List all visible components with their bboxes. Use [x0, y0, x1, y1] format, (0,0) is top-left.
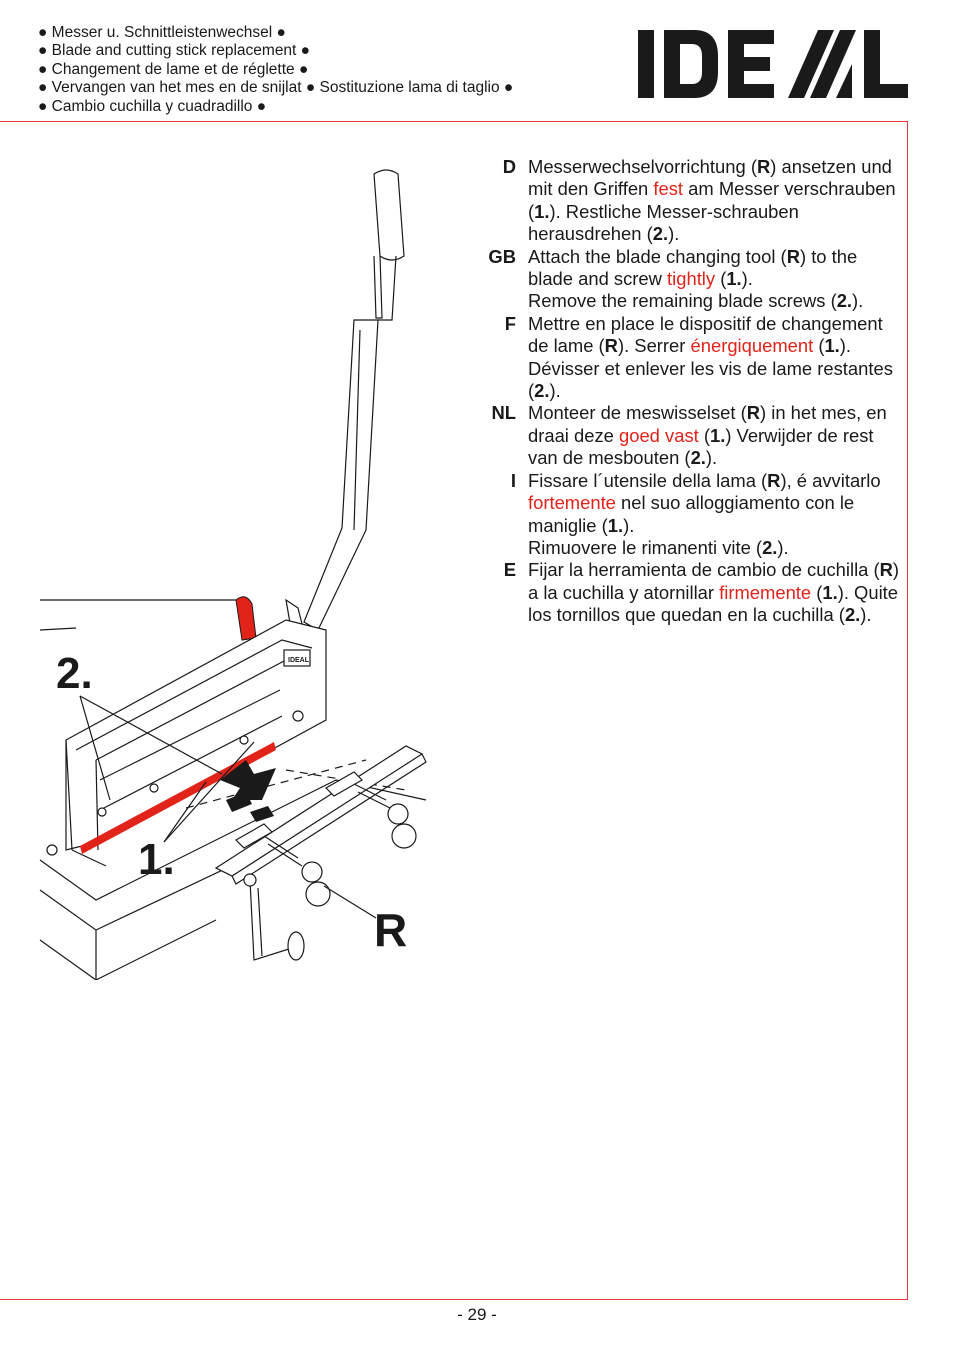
header-titles: ● Messer u. Schnittleistenwechsel ● ● Bl… [38, 24, 638, 116]
text-run: ). [549, 380, 561, 402]
text-run: Messerwechselvorrichtung ( [528, 156, 757, 177]
label-step-1: 1. [138, 835, 175, 884]
text-run: ) ansetzen und mit den Griffen [528, 156, 892, 200]
text-run: am Messer verschrauben ( [528, 178, 896, 222]
reference-label: 1. [824, 335, 840, 357]
text-run: ). [852, 290, 864, 312]
header-line: ● Vervangen van het mes en de snijlat ● … [38, 79, 514, 97]
reference-label: R [879, 559, 893, 581]
header-line: ● Messer u. Schnittleistenwechsel ● [38, 24, 286, 41]
text-run: ( [811, 581, 823, 603]
text-run: ). Restliche Messer-schrauben herausdreh… [528, 200, 799, 245]
emphasis-text: fest [653, 178, 684, 200]
text-run: Monteer de meswisselset ( [528, 402, 747, 424]
text-run: Remove the remaining blade screws ( [528, 290, 837, 312]
label-tool-r: R [374, 904, 407, 956]
text-run: ) in het mes, en draai deze [528, 402, 887, 446]
text-run: Attach the blade changing tool ( [528, 245, 787, 267]
instruction-text: Monteer de meswisselset (R) in het mes, … [528, 402, 900, 469]
instruction-i: I Fissare l´utensile della lama (R), é av… [480, 470, 900, 560]
cutter-illustration: 2. 1. R IDEAL [39, 169, 427, 980]
reference-label: 1. [709, 424, 726, 446]
text-run: Rimuovere le rimanenti vite ( [528, 536, 763, 558]
emphasis-text: firmemente [719, 581, 812, 603]
reference-label: 2. [690, 447, 706, 469]
header-line: ● Blade and cutting stick replacement ● [38, 42, 311, 60]
text-run: ). [741, 268, 753, 290]
emphasis-text: goed vast [619, 424, 699, 446]
instruction-d: D Messerwechselvorrichtung (R) ansetzen u… [480, 156, 900, 246]
instruction-gb: GB Attach the blade changing tool (R) to … [480, 246, 900, 313]
text-run: ). [777, 536, 789, 558]
instruction-text: Attach the blade changing tool (R) to th… [528, 246, 900, 313]
instruction-text: Fissare l´utensile della lama (R), é avv… [528, 470, 900, 560]
reference-label: 1. [607, 514, 624, 536]
text-run: ). [705, 447, 718, 469]
text-run: ). [668, 223, 680, 245]
text-run: ) a la cuchilla y atornillar [528, 559, 900, 603]
reference-label: 1. [822, 581, 838, 603]
text-run: ( [698, 424, 710, 446]
language-code: GB [488, 245, 516, 267]
language-code: F [504, 312, 516, 334]
reference-label: R [767, 469, 781, 491]
reference-label: 2. [652, 223, 669, 245]
ideal-logo [638, 30, 908, 98]
text-run: ), é avvitarlo [780, 469, 881, 491]
reference-label: R [746, 402, 761, 424]
instruction-nl: NL Monteer de meswisselset (R) in het mes… [480, 402, 900, 469]
text-run: nel suo alloggiamento con le maniglie ( [528, 492, 855, 536]
text-run: ). Quite los tornillos que quedan en la … [528, 581, 899, 626]
plate-text: IDEAL [288, 657, 310, 664]
reference-label: 2. [534, 380, 550, 402]
text-run: ) Verwijder de rest van de mesbouten ( [528, 424, 874, 469]
page-frame [0, 121, 908, 1300]
reference-label: R [786, 245, 800, 267]
language-code: E [503, 559, 516, 581]
text-run: ( [813, 335, 825, 357]
reference-label: 1. [534, 200, 550, 222]
instruction-f: F Mettre en place le dispositif de change… [480, 313, 900, 403]
reference-label: 2. [836, 290, 853, 312]
text-run: Mettre en place le dispositif de changem… [528, 312, 883, 357]
text-run: ( [715, 268, 727, 290]
emphasis-text: énergiquement [690, 335, 814, 357]
reference-label: 2. [762, 536, 778, 558]
text-run: ). Dévisser et enlever les vis de lame r… [528, 335, 893, 402]
instruction-text: Mettre en place le dispositif de changem… [528, 313, 900, 403]
text-run: ). Serrer [617, 335, 691, 357]
instruction-text: Messerwechselvorrichtung (R) ansetzen un… [528, 156, 900, 246]
instruction-text: Fijar la herramienta de cambio de cuchil… [528, 559, 900, 626]
emphasis-text: fortemente [528, 492, 616, 514]
header-line: ● Cambio cuchilla y cuadradillo ● [38, 97, 267, 115]
language-code: D [502, 156, 516, 177]
instruction-e: E Fijar la herramienta de cambio de cuchi… [480, 559, 900, 626]
reference-label: R [756, 156, 771, 177]
text-run: Fissare l´utensile della lama ( [528, 469, 768, 491]
text-run: ) to the blade and screw [528, 245, 858, 290]
label-step-2: 2. [56, 649, 93, 698]
text-run: ). [860, 604, 872, 626]
page-number: - 29 - [457, 1305, 497, 1324]
language-code: I [510, 469, 516, 491]
reference-label: R [604, 335, 618, 357]
reference-label: 1. [726, 268, 742, 290]
text-run: ). [623, 514, 635, 536]
emphasis-text: tightly [667, 268, 716, 290]
reference-label: 2. [844, 604, 861, 626]
text-run: Fijar la herramienta de cambio de cuchil… [528, 559, 880, 581]
header-line: ● Changement de lame et de réglette ● [38, 60, 309, 78]
language-code: NL [491, 402, 516, 424]
